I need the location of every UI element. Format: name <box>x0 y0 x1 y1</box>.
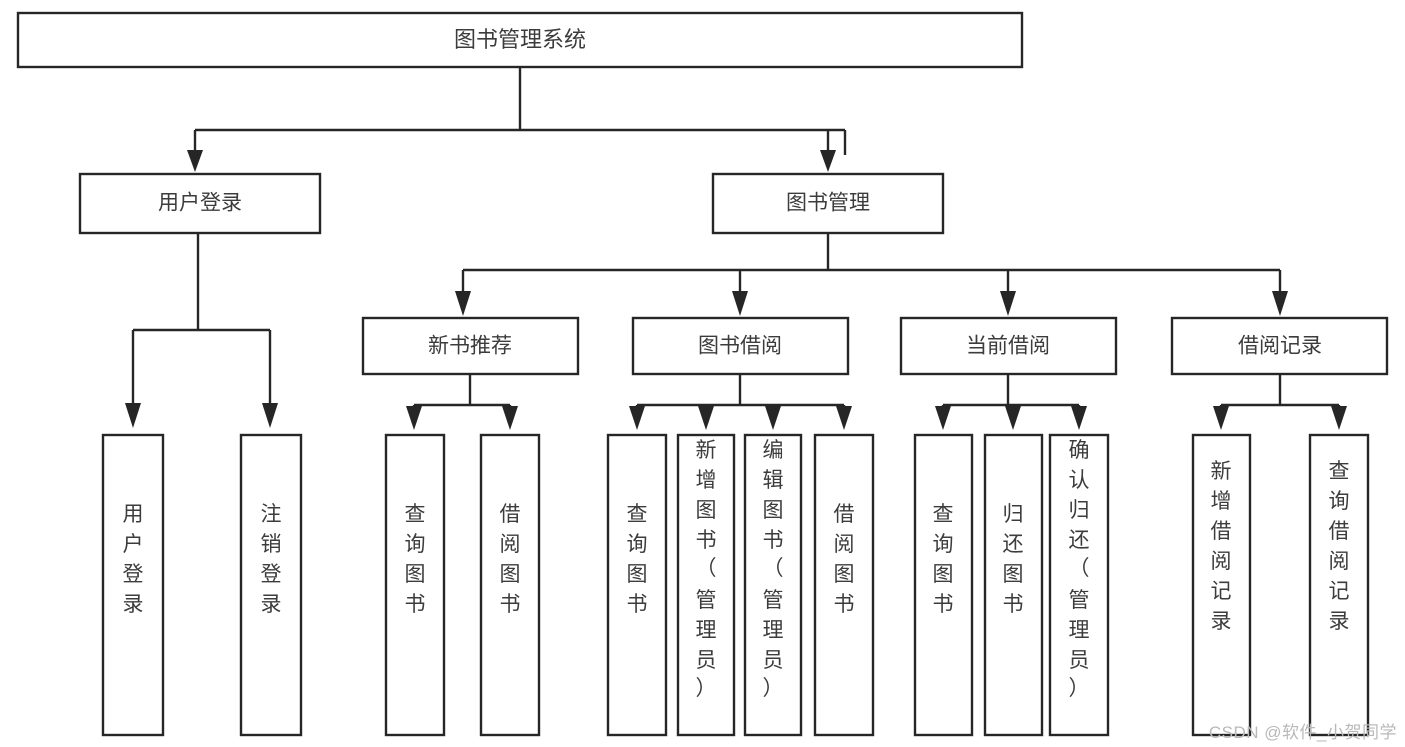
connector-bookmgmt-to-level3 <box>455 233 1288 316</box>
node-leaf-edit-book[interactable]: 编辑图书（管理员） <box>743 433 803 737</box>
node-leaf-query-book-2-label: 查询图书 <box>627 503 648 616</box>
node-leaf-confirm-return[interactable]: 确认归还（管理员） <box>1048 433 1110 737</box>
node-leaf-query-book-2-box <box>606 433 668 737</box>
node-leaf-add-book-box <box>676 433 736 737</box>
node-leaf-add-record-label: 新增借阅记录 <box>1211 460 1232 633</box>
arrow-down-icon <box>187 150 203 172</box>
node-borrow-record-label: 借阅记录 <box>1238 335 1322 358</box>
node-leaf-query-book-1-box <box>384 433 446 737</box>
node-leaf-borrow-book-1-label: 借阅图书 <box>500 503 521 616</box>
node-root-box <box>16 11 1024 69</box>
arrow-down-icon <box>1331 406 1347 430</box>
node-current-borrow[interactable]: 当前借阅 <box>899 316 1118 376</box>
node-leaf-query-record[interactable]: 查询借阅记录 <box>1308 433 1370 737</box>
node-leaf-return-book-box <box>983 433 1044 737</box>
node-leaf-return-book[interactable]: 归还图书 <box>983 433 1044 737</box>
arrow-down-icon <box>935 406 951 430</box>
node-book-management-label: 图书管理 <box>786 192 870 215</box>
watermark: CSDN @软件_小贺同学 <box>1208 723 1397 742</box>
node-new-book-recommend-label: 新书推荐 <box>428 335 512 358</box>
node-leaf-borrow-book-2[interactable]: 借阅图书 <box>813 433 875 737</box>
node-book-borrow-label: 图书借阅 <box>698 335 782 358</box>
node-leaf-query-record-box <box>1308 433 1370 737</box>
node-current-borrow-box <box>899 316 1118 376</box>
node-leaf-user-login[interactable]: 用户登录 <box>101 433 165 737</box>
connector-bookborrow-to-leaves <box>629 374 852 430</box>
arrow-down-icon <box>1071 406 1087 430</box>
node-leaf-return-book-label: 归还图书 <box>1003 503 1024 616</box>
connector-userlogin-to-leaves <box>125 233 278 428</box>
node-leaf-user-login-box <box>101 433 165 737</box>
node-user-login-label: 用户登录 <box>158 192 242 215</box>
node-leaf-query-record-label: 查询借阅记录 <box>1329 460 1350 633</box>
arrow-down-icon <box>732 291 748 316</box>
node-leaf-borrow-book-2-label: 借阅图书 <box>834 503 855 616</box>
connector-borrowrecord-to-leaves <box>1213 374 1347 430</box>
node-leaf-query-book-3-box <box>913 433 974 737</box>
arrow-down-icon <box>1005 406 1021 430</box>
node-leaf-borrow-book-2-box <box>813 433 875 737</box>
arrow-down-icon <box>125 403 141 428</box>
arrow-down-icon <box>629 406 645 430</box>
node-leaf-query-book-2[interactable]: 查询图书 <box>606 433 668 737</box>
node-new-book-recommend[interactable]: 新书推荐 <box>361 316 580 376</box>
node-book-management[interactable]: 图书管理 <box>711 172 945 235</box>
node-current-borrow-label: 当前借阅 <box>966 335 1050 358</box>
arrow-down-icon <box>406 406 422 430</box>
arrow-down-icon <box>1213 406 1229 430</box>
arrow-down-icon <box>765 406 781 430</box>
arrow-down-icon <box>1272 291 1288 316</box>
node-leaf-query-book-3-label: 查询图书 <box>933 503 954 616</box>
node-leaf-user-login-label: 用户登录 <box>123 503 144 616</box>
arrow-down-icon <box>455 291 471 316</box>
arrow-down-icon <box>262 403 278 428</box>
arrow-down-icon <box>836 406 852 430</box>
node-user-login-box <box>78 172 322 235</box>
node-leaf-query-book-1-label: 查询图书 <box>405 503 426 616</box>
node-book-management-box <box>711 172 945 235</box>
node-leaf-add-book[interactable]: 新增图书（管理员） <box>676 433 736 737</box>
node-user-login[interactable]: 用户登录 <box>78 172 322 235</box>
connector-currentborrow-to-leaves <box>935 374 1087 430</box>
connector-root-to-level2 <box>187 67 847 172</box>
node-root[interactable]: 图书管理系统 <box>16 11 1024 69</box>
arrow-down-icon <box>502 406 518 430</box>
node-leaf-edit-book-box <box>743 433 803 737</box>
node-leaf-borrow-book-1[interactable]: 借阅图书 <box>479 433 541 737</box>
arrow-down-icon <box>1000 291 1016 316</box>
node-root-label: 图书管理系统 <box>454 27 586 52</box>
node-leaf-add-record-box <box>1191 433 1252 737</box>
node-leaf-add-record[interactable]: 新增借阅记录 <box>1191 433 1252 737</box>
node-leaf-borrow-book-1-box <box>479 433 541 737</box>
node-leaf-confirm-return-box <box>1048 433 1110 737</box>
node-leaf-logout-login-label: 注销登录 <box>261 503 282 616</box>
node-leaf-query-book-3[interactable]: 查询图书 <box>913 433 974 737</box>
node-leaf-confirm-return-label: 确认归还（管理员） <box>1069 439 1090 700</box>
arrow-down-icon <box>820 150 836 172</box>
node-borrow-record-box <box>1170 316 1389 376</box>
node-leaf-logout-login-box <box>239 433 303 737</box>
node-book-borrow[interactable]: 图书借阅 <box>631 316 850 376</box>
node-borrow-record[interactable]: 借阅记录 <box>1170 316 1389 376</box>
node-leaf-logout-login[interactable]: 注销登录 <box>239 433 303 737</box>
arrow-down-icon <box>698 406 714 430</box>
node-leaf-edit-book-label: 编辑图书（管理员） <box>763 439 784 700</box>
node-leaf-query-book-1[interactable]: 查询图书 <box>384 433 446 737</box>
node-book-borrow-box <box>631 316 850 376</box>
node-leaf-add-book-label: 新增图书（管理员） <box>696 439 717 700</box>
node-new-book-recommend-box <box>361 316 580 376</box>
connector-newbook-to-leaves <box>406 374 518 430</box>
